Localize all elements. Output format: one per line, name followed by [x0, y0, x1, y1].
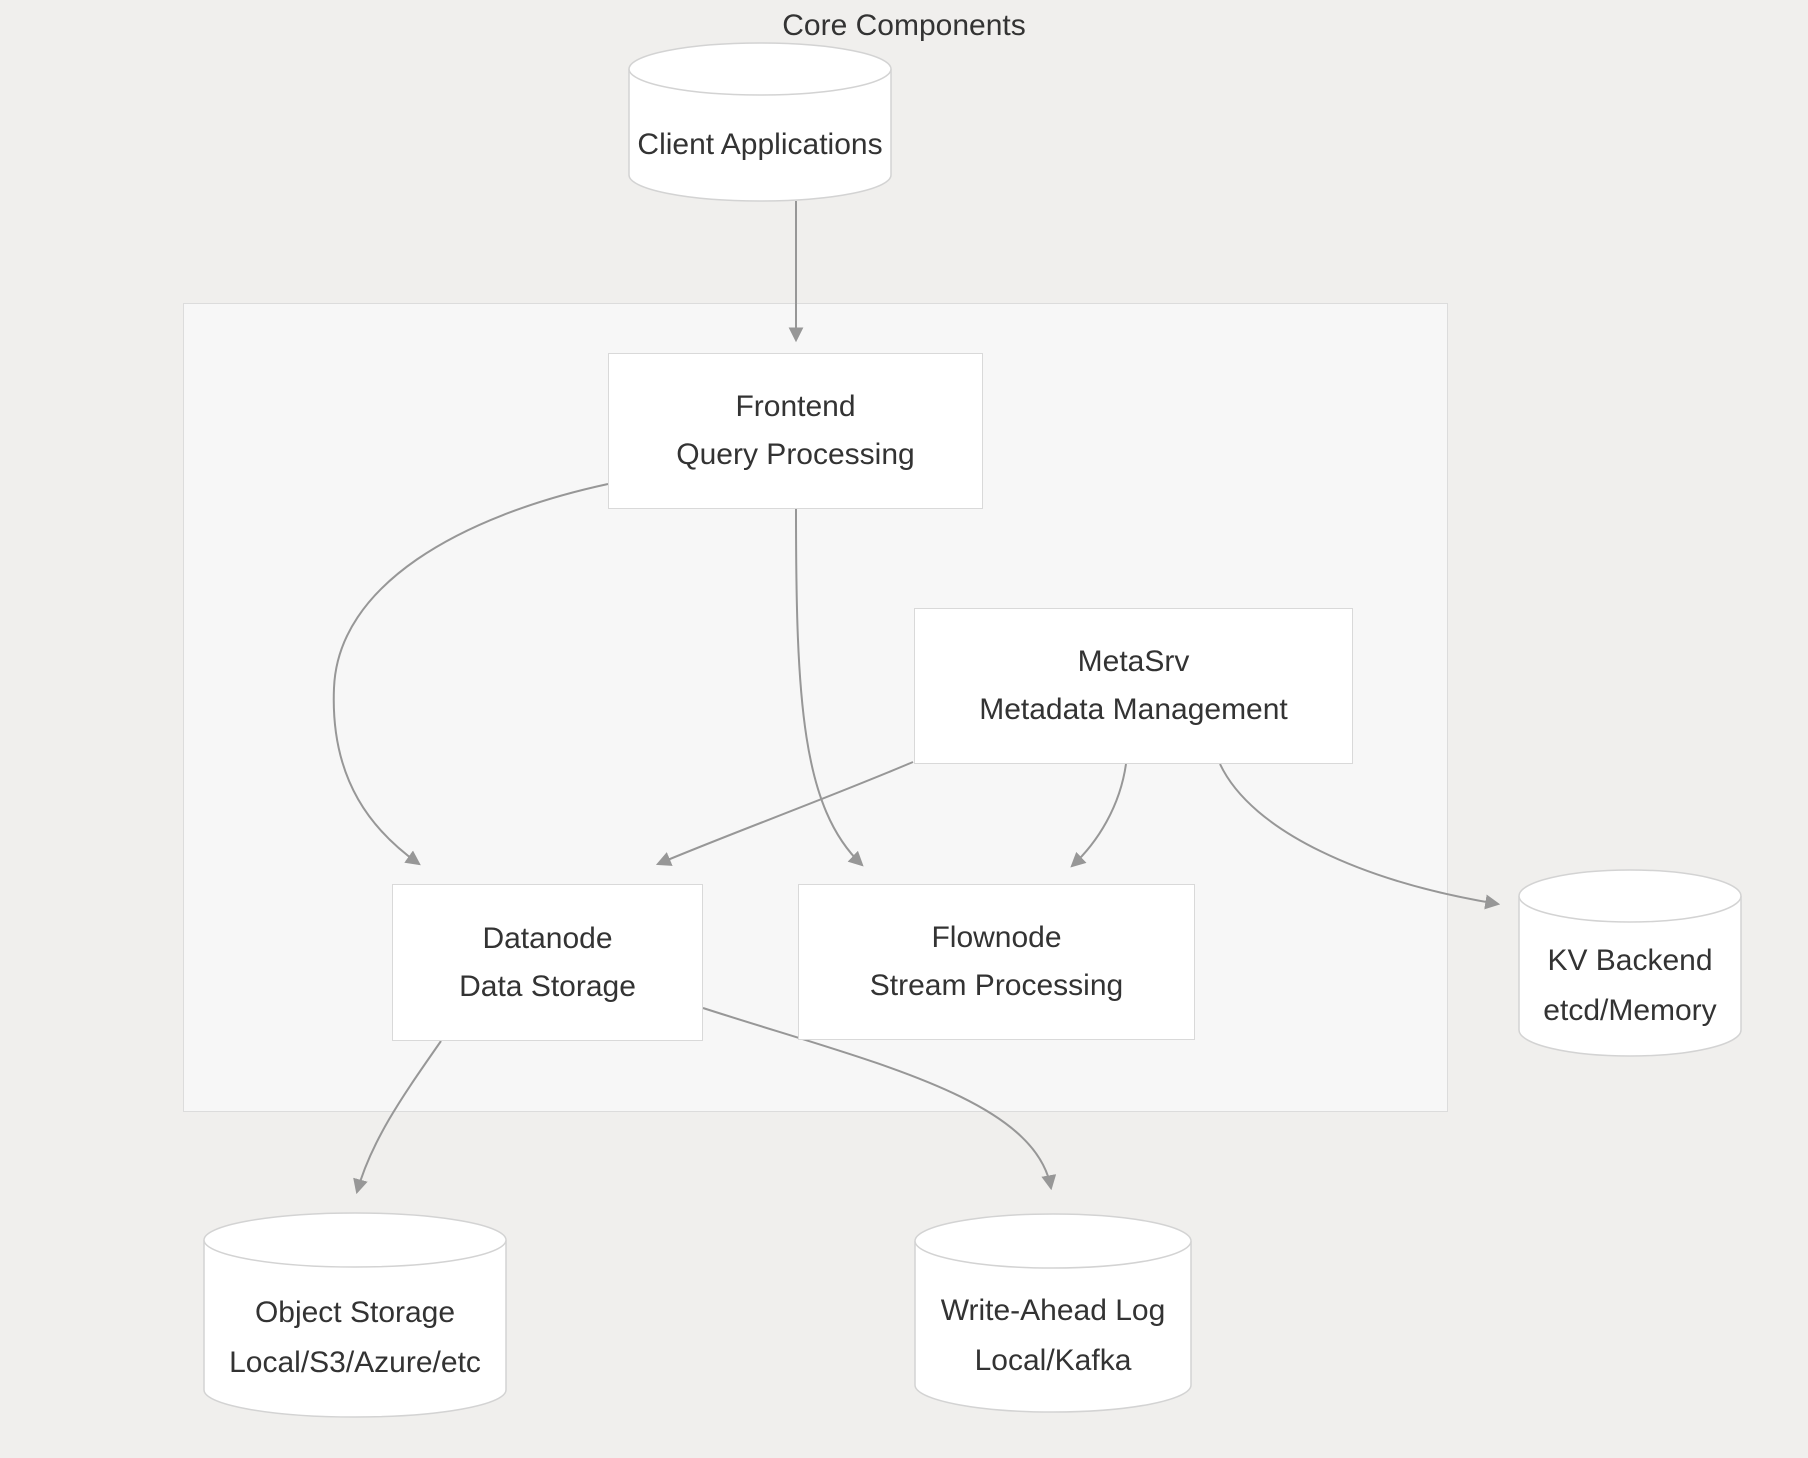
- node-subtitle: Local/S3/Azure/etc: [229, 1346, 481, 1379]
- node-subtitle: Local/Kafka: [974, 1344, 1132, 1377]
- node-subtitle: Query Processing: [676, 438, 915, 471]
- node-metasrv: MetaSrv Metadata Management: [914, 608, 1353, 764]
- cylinder-shape: [914, 1213, 1192, 1413]
- core-components-label: Core Components: [782, 9, 1026, 42]
- edge-frontend-datanode: [332, 483, 609, 866]
- node-flownode: Flownode Stream Processing: [798, 884, 1195, 1040]
- edge-metasrv-flownode: [1070, 763, 1127, 868]
- node-client-applications: Client Applications: [628, 42, 892, 202]
- node-kv-backend: KV Backend etcd/Memory: [1518, 869, 1742, 1057]
- edge-datanode-objectstorage: [353, 1040, 442, 1195]
- node-subtitle: Data Storage: [459, 969, 636, 1003]
- node-title: Flownode: [931, 921, 1062, 954]
- edge-frontend-flownode: [795, 508, 864, 867]
- node-title: MetaSrv: [1077, 645, 1190, 678]
- edge-datanode-wal: [702, 1007, 1057, 1191]
- node-title: KV Backend: [1547, 944, 1713, 977]
- node-title: Object Storage: [254, 1296, 456, 1329]
- cylinder-shape: [628, 42, 892, 202]
- node-object-storage: Object Storage Local/S3/Azure/etc: [203, 1212, 507, 1418]
- node-title: Datanode: [482, 921, 613, 955]
- node-title: Client Applications: [637, 128, 883, 161]
- node-subtitle: Metadata Management: [979, 693, 1288, 726]
- edge-metasrv-kvbackend: [1219, 763, 1501, 910]
- node-subtitle: Stream Processing: [869, 969, 1124, 1002]
- node-subtitle: etcd/Memory: [1543, 994, 1717, 1027]
- node-title: Write-Ahead Log: [940, 1294, 1166, 1327]
- cylinder-shape: [203, 1212, 507, 1418]
- node-write-ahead-log: Write-Ahead Log Local/Kafka: [914, 1213, 1192, 1413]
- cylinder-shape: [1518, 869, 1742, 1057]
- node-frontend: Frontend Query Processing: [608, 353, 983, 509]
- edge-metasrv-datanode: [655, 761, 914, 866]
- node-datanode: Datanode Data Storage: [392, 884, 703, 1041]
- node-title: Frontend: [735, 390, 856, 423]
